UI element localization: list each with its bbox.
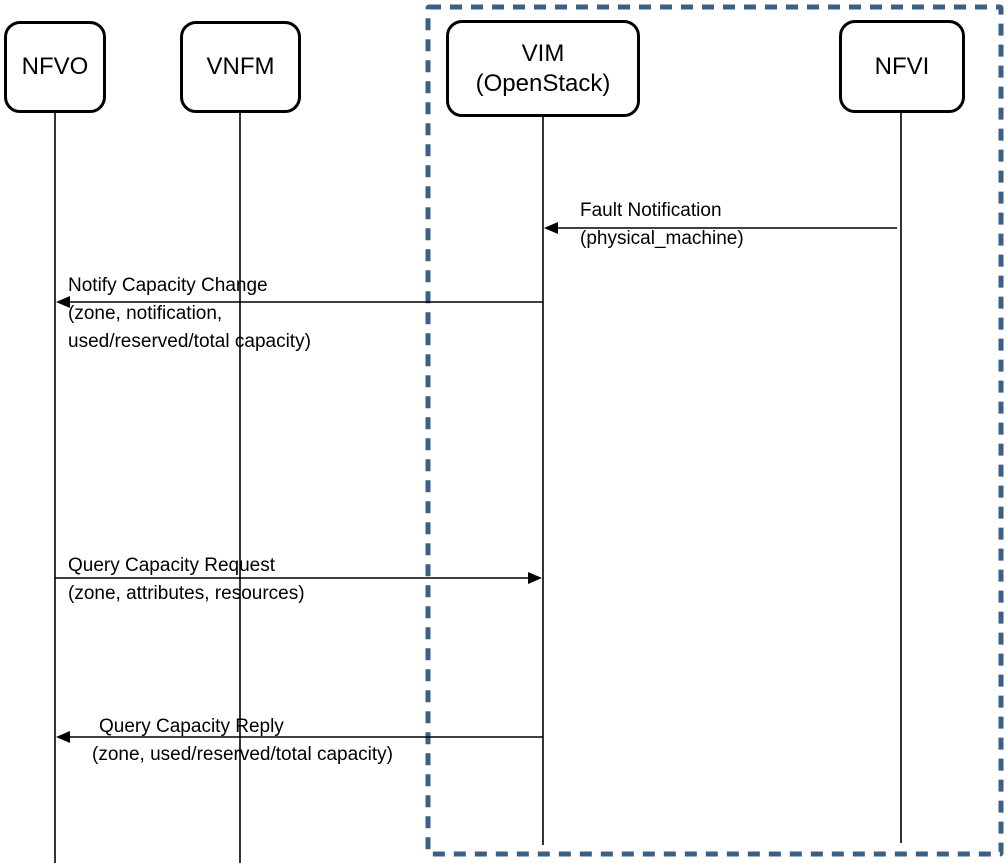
message-text-line: Fault Notification xyxy=(580,200,722,221)
actor-label-vim-line1: VIM xyxy=(521,39,565,67)
message-label-query-capacity-request: Query Capacity Request (zone, attributes… xyxy=(68,552,305,608)
message-text-line: used/reserved/total capacity) xyxy=(68,331,311,352)
message-text-line: (zone, attributes, resources) xyxy=(68,583,305,604)
actor-label-nfvo: NFVO xyxy=(21,53,89,80)
notify-capacity-change-arrowhead xyxy=(56,296,70,308)
message-label-notify-capacity-change: Notify Capacity Change (zone, notificati… xyxy=(68,272,311,356)
actor-box-nfvi: NFVI xyxy=(839,20,965,113)
message-label-fault-notification: Fault Notification (physical_machine) xyxy=(580,197,744,253)
message-text-line: Query Capacity Request xyxy=(68,555,275,576)
query-capacity-reply-arrowhead xyxy=(56,731,70,743)
actor-label-vim-line2: (OpenStack) xyxy=(475,69,611,97)
message-text-line: Query Capacity Reply xyxy=(99,716,284,737)
message-text-line: (zone, used/reserved/total capacity) xyxy=(92,744,393,765)
actor-box-vnfm: VNFM xyxy=(180,21,301,113)
message-text-line: (zone, notification, xyxy=(68,303,223,324)
actor-label-vnfm: VNFM xyxy=(206,53,275,80)
actor-label-nfvi: NFVI xyxy=(874,52,930,80)
actor-box-vim: VIM (OpenStack) xyxy=(446,20,640,117)
message-text-line: (physical_machine) xyxy=(580,228,744,249)
message-text-line: Notify Capacity Change xyxy=(68,275,268,296)
actor-box-nfvo: NFVO xyxy=(4,21,106,113)
fault-notification-arrowhead xyxy=(544,222,558,234)
message-label-query-capacity-reply: Query Capacity Reply (zone, used/reserve… xyxy=(92,713,393,769)
query-capacity-request-arrowhead xyxy=(528,572,542,584)
vim-nfvi-boundary-box xyxy=(425,4,1004,857)
